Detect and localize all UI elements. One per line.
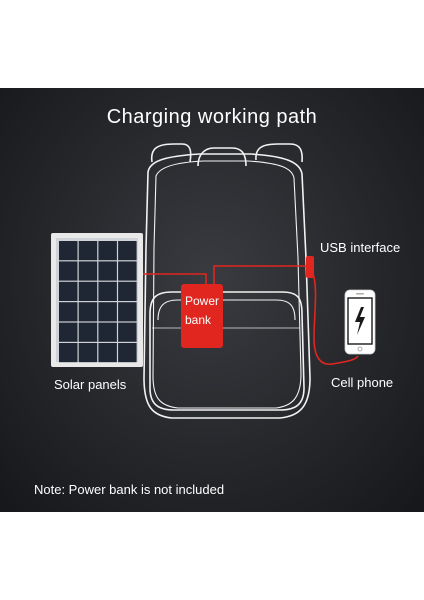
power-bank-label: Power bank	[185, 292, 219, 330]
solar-cell	[78, 241, 98, 261]
solar-cell	[118, 302, 137, 322]
solar-cell	[98, 302, 117, 322]
solar-cell	[118, 322, 137, 342]
lightning-bolt-icon	[355, 307, 365, 335]
note-text: Note: Power bank is not included	[34, 482, 225, 497]
cell-phone-label: Cell phone	[331, 375, 394, 390]
solar-cell	[118, 281, 137, 301]
solar-cell	[59, 241, 78, 261]
backpack-outline	[143, 143, 311, 419]
solar-cell	[98, 281, 117, 301]
solar-cell	[78, 261, 98, 281]
smartphone	[344, 289, 376, 355]
solar-cell	[59, 261, 78, 281]
power-bank	[181, 284, 223, 348]
solar-cell	[59, 302, 78, 322]
charging-cable	[143, 265, 359, 365]
solar-cell	[59, 281, 78, 301]
solar-cell	[98, 241, 117, 261]
solar-cell	[98, 322, 117, 342]
solar-panel	[51, 233, 143, 367]
solar-cell	[118, 241, 137, 261]
solar-cell	[59, 322, 78, 342]
power-bank-label-line1: Power	[185, 294, 220, 308]
solar-cell	[78, 322, 98, 342]
solar-cell	[78, 343, 98, 363]
solar-cell	[118, 261, 137, 281]
solar-panels-label: Solar panels	[54, 377, 127, 392]
solar-cell	[78, 281, 98, 301]
solar-cell	[98, 261, 117, 281]
diagram-panel: Charging working path USB interface Powe…	[0, 88, 424, 512]
solar-cell	[78, 302, 98, 322]
solar-cell	[59, 343, 78, 363]
power-bank-label-line2: bank	[185, 313, 212, 327]
diagram-title: Charging working path	[106, 106, 318, 128]
charging-diagram	[51, 143, 376, 419]
solar-cell	[118, 343, 137, 363]
usb-port	[306, 256, 314, 278]
usb-interface-label: USB interface	[320, 240, 401, 255]
solar-cell	[98, 343, 117, 363]
